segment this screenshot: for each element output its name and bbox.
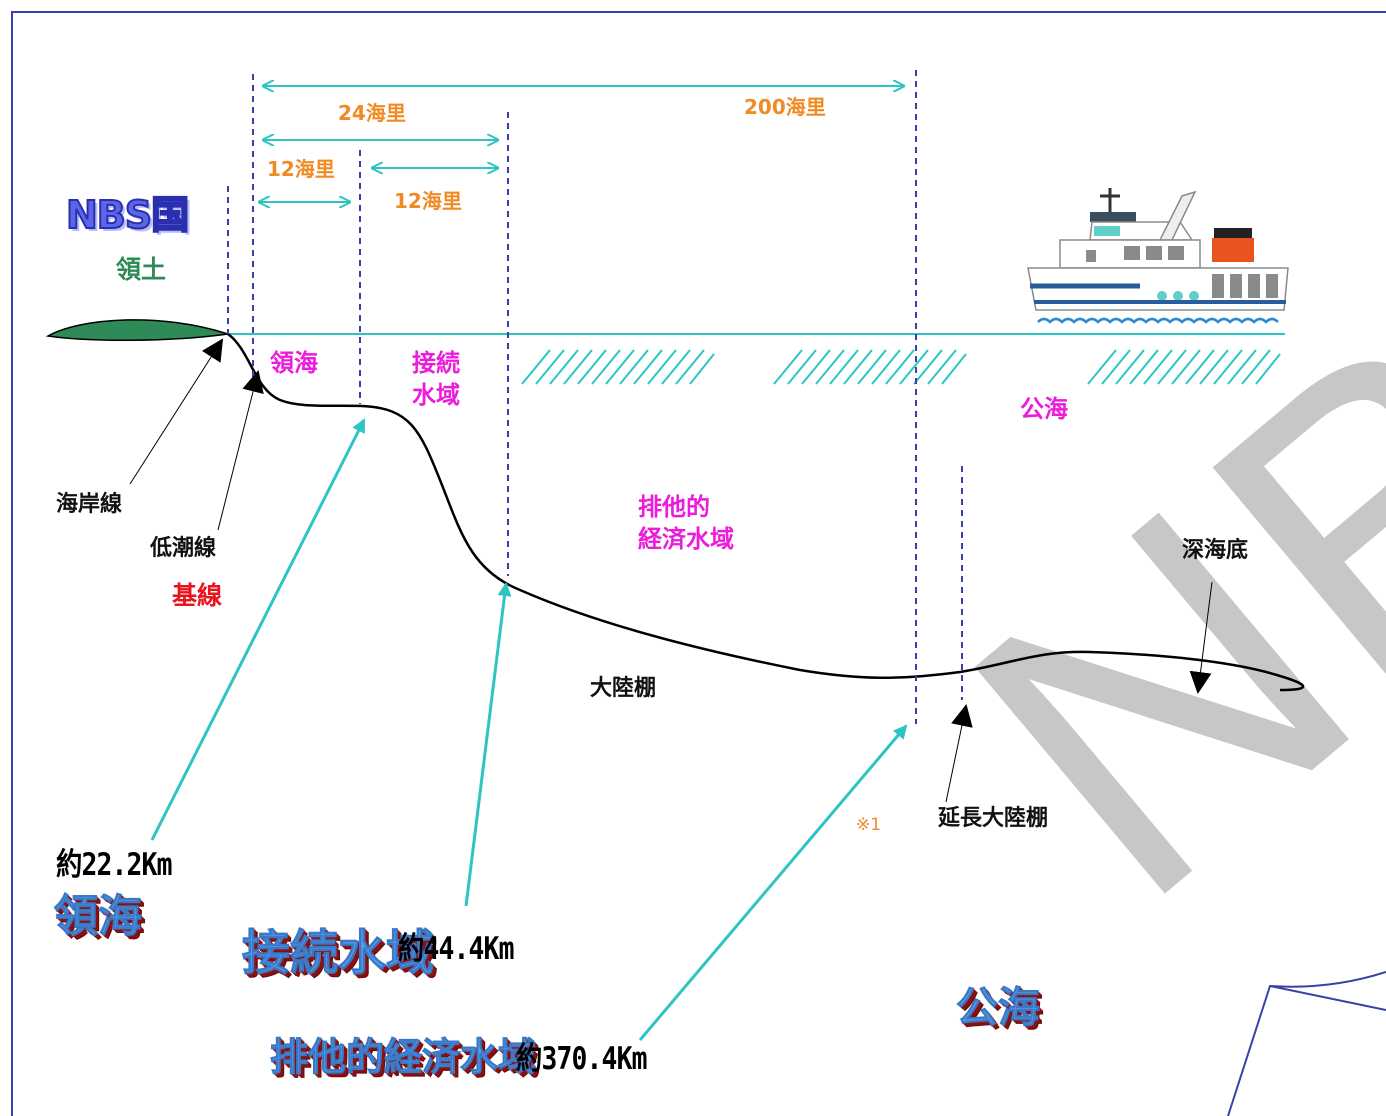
label-12nm-territorial: 12海里 — [267, 157, 335, 181]
extended-shelf-label: 延長大陸棚 — [938, 806, 1049, 831]
ship-icon — [1027, 188, 1289, 324]
label-200nm: 200海里 — [744, 95, 826, 119]
territory-label: 領土 — [116, 255, 167, 284]
deep-seabed-label: 深海底 — [1182, 538, 1249, 563]
water-hatching — [521, 349, 1281, 385]
territorial-sea-label: 領海 — [270, 349, 318, 377]
country-name: NBS国 — [65, 192, 190, 237]
land-mass-icon — [45, 319, 229, 342]
eez-summary-label: 排他的経済水域 — [269, 1035, 537, 1079]
high-seas-summary-label: 公海 — [955, 983, 1041, 1033]
pointer-lines — [150, 418, 908, 1041]
watermark: NBS — [888, 51, 1386, 987]
low-tide-line-label: 低潮線 — [150, 536, 217, 561]
territorial-km: 約22.2Km — [56, 847, 172, 883]
page-frame — [11, 11, 1386, 1116]
baseline-label: 基線 — [172, 581, 223, 610]
eez-km: 約370.4Km — [516, 1041, 647, 1077]
coastline-label: 海岸線 — [56, 492, 123, 517]
eez-label-1: 排他的 — [638, 493, 710, 521]
zone-boundaries — [227, 70, 963, 724]
callout-lines — [129, 338, 1213, 803]
contiguous-km: 約44.4Km — [398, 931, 514, 967]
high-seas-label: 公海 — [1020, 395, 1068, 423]
distance-arrows — [259, 86, 904, 202]
label-24nm: 24海里 — [338, 101, 406, 125]
note-mark: ※1 — [856, 815, 882, 835]
contiguous-zone-label-1: 接続 — [412, 349, 460, 377]
seabed-profile — [227, 332, 1305, 692]
contiguous-summary-label: 接続水域 — [241, 925, 435, 981]
svg-text:NBS: NBS — [888, 51, 1386, 987]
label-12nm-contiguous: 12海里 — [394, 189, 462, 213]
eez-label-2: 経済水域 — [638, 525, 734, 553]
territorial-summary-label: 領海 — [54, 891, 143, 942]
contiguous-zone-label-2: 水域 — [412, 381, 460, 409]
continental-shelf-label: 大陸棚 — [590, 676, 657, 701]
